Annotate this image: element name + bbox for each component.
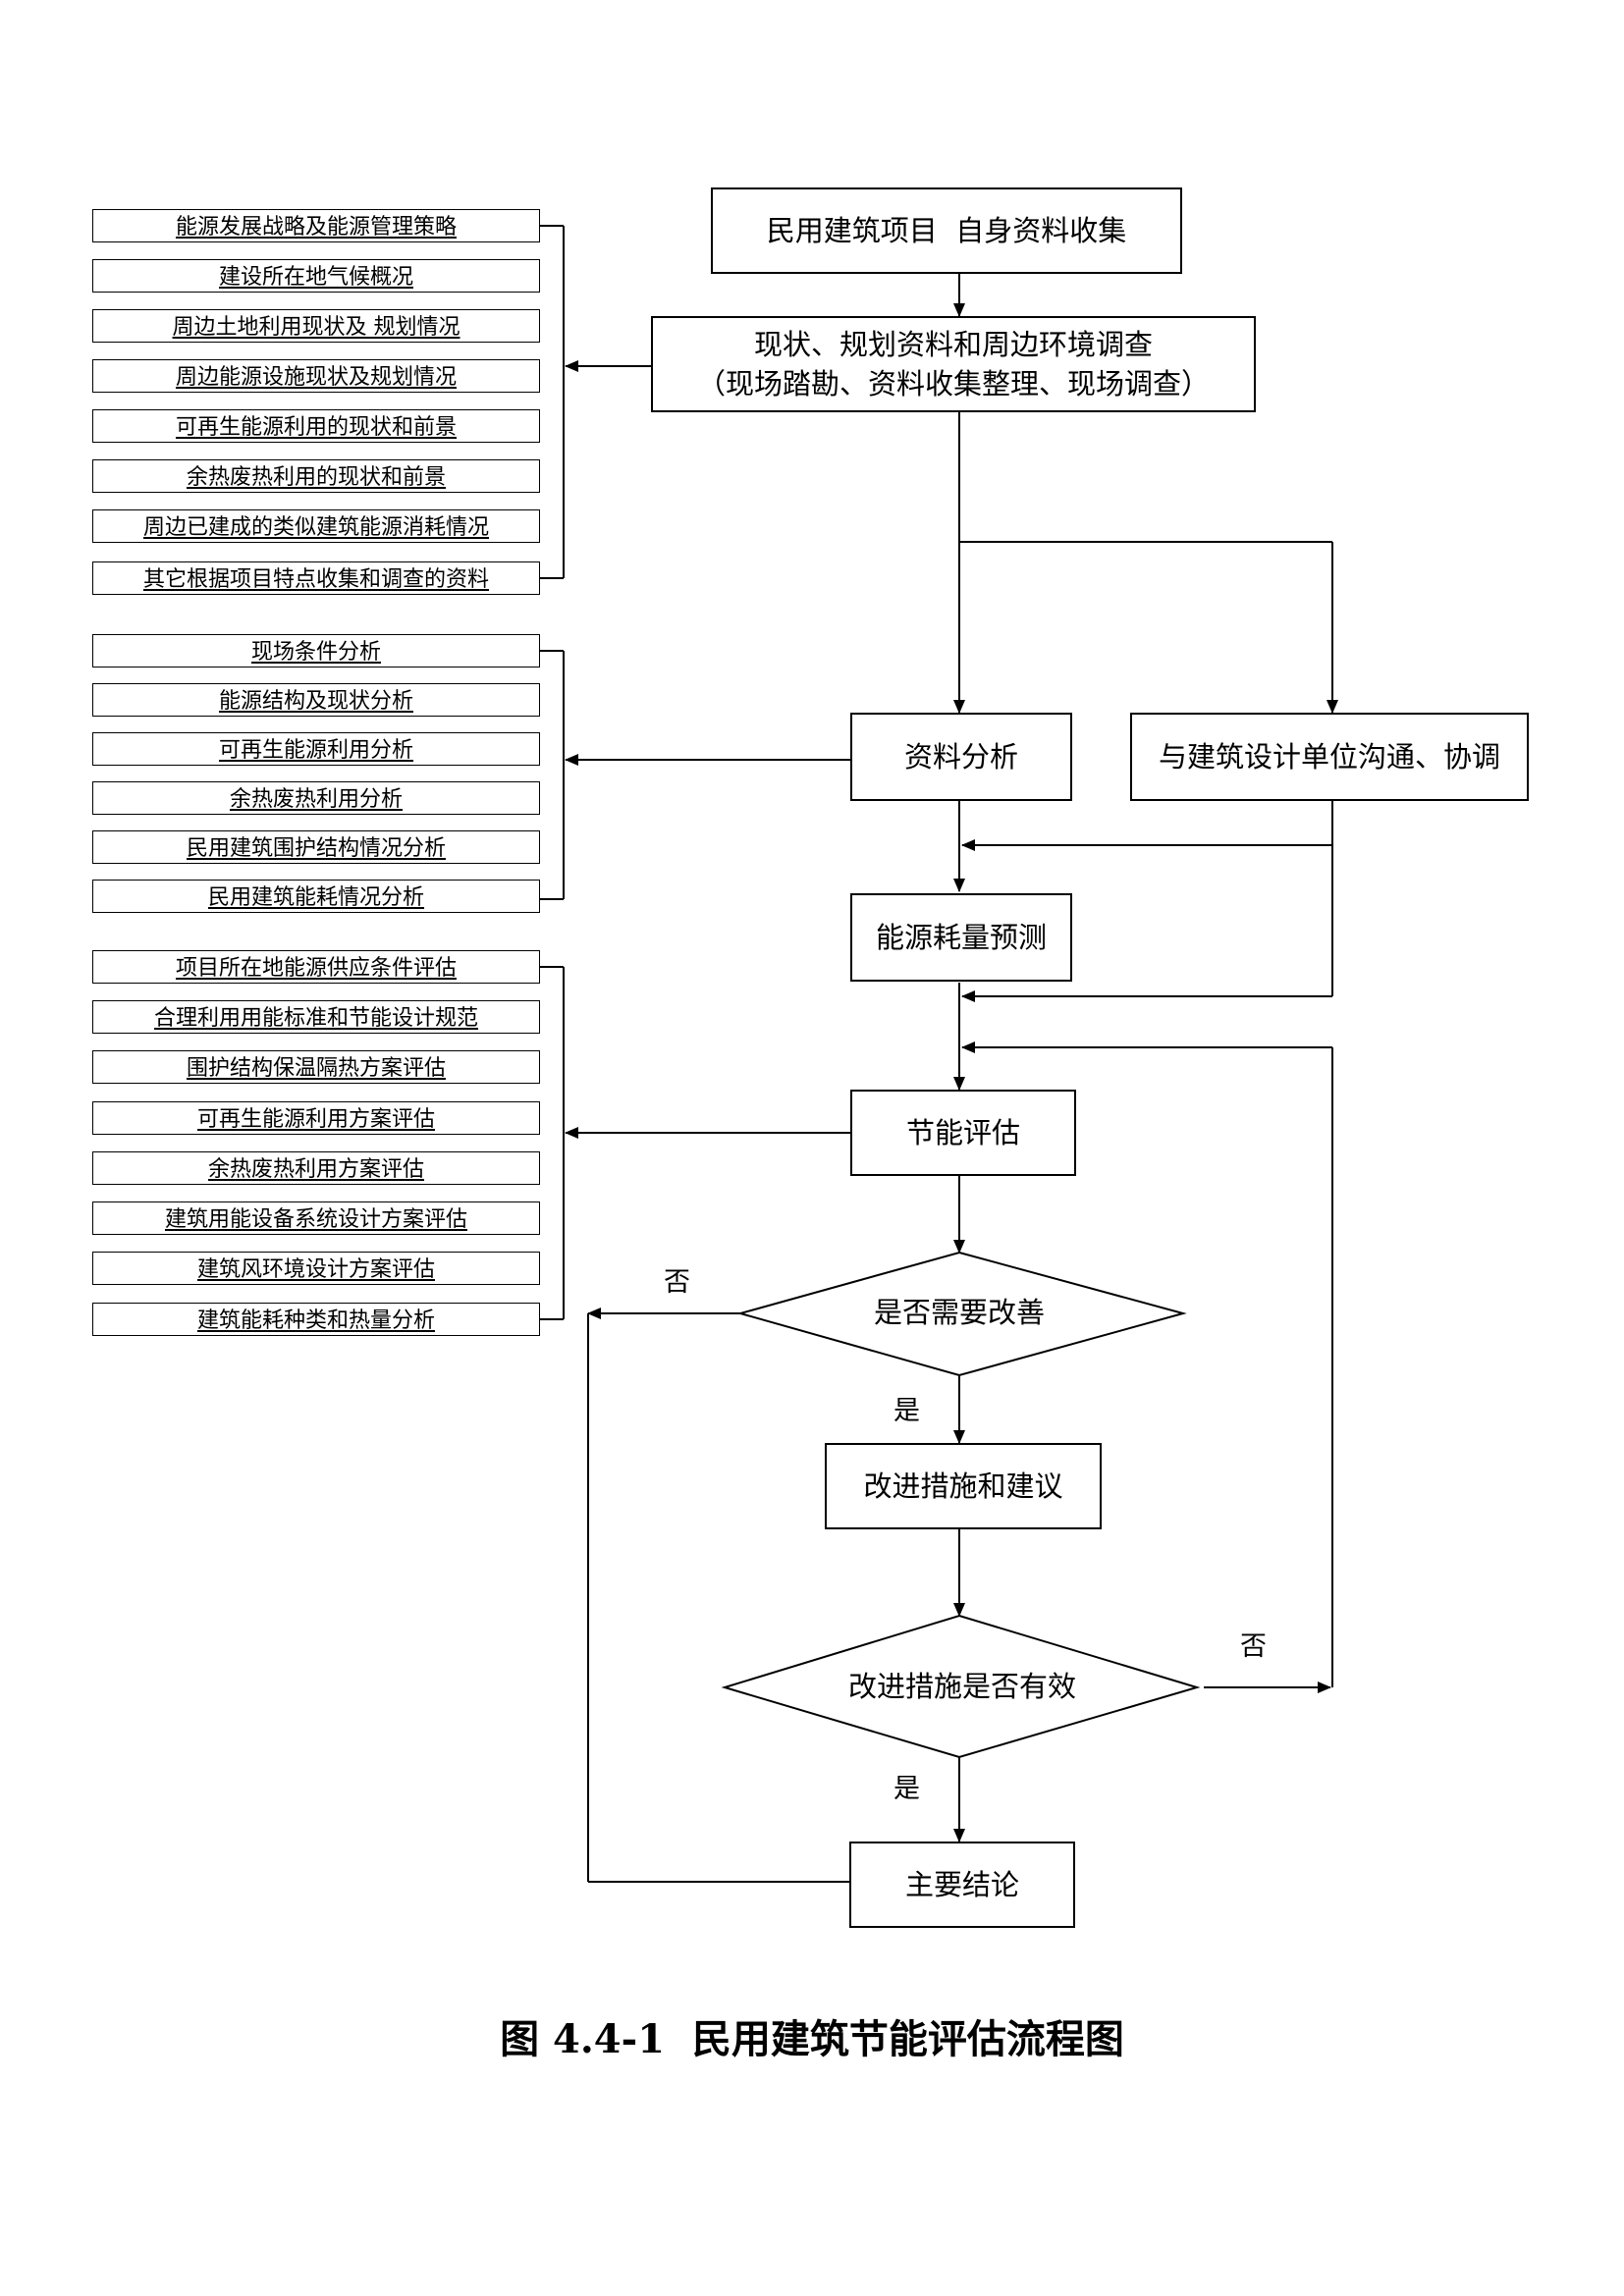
evaluation-item-text: 可再生能源利用方案评估 [196, 1107, 435, 1132]
survey-item: 建设所在地气候概况 [92, 259, 540, 293]
yes-label-effective: 是 [893, 1774, 920, 1804]
analysis-item-text: 民用建筑围护结构情况分析 [186, 836, 446, 861]
analysis-item-text: 余热废热利用分析 [229, 787, 403, 812]
forecast-text: 能源耗量预测 [875, 921, 1047, 954]
evaluation-item-text: 建筑风环境设计方案评估 [196, 1257, 435, 1282]
survey-item: 可再生能源利用的现状和前景 [92, 409, 540, 443]
decision-improve-diamond [736, 1251, 1187, 1377]
conclusion-box: 主要结论 [849, 1842, 1075, 1928]
survey-item-text: 可再生能源利用的现状和前景 [175, 415, 457, 440]
survey-item-text: 建设所在地气候概况 [218, 265, 413, 290]
collect-box: 民用建筑项目 自身资料收集 [711, 187, 1182, 274]
evaluation-item-text: 建筑用能设备系统设计方案评估 [164, 1207, 467, 1232]
evaluation-item: 可再生能源利用方案评估 [92, 1101, 540, 1135]
analysis-item-text: 可再生能源利用分析 [218, 738, 413, 763]
analysis-text: 资料分析 [903, 740, 1018, 774]
collect-text: 民用建筑项目 自身资料收集 [766, 214, 1127, 247]
decision-improve-text: 是否需要改善 [873, 1296, 1045, 1329]
survey-item-text: 周边已建成的类似建筑能源消耗情况 [142, 515, 489, 540]
survey-text-line1: 现状、规划资料和周边环境调查 [753, 328, 1153, 361]
analysis-item-text: 现场条件分析 [250, 640, 381, 665]
measures-box: 改进措施和建议 [825, 1443, 1102, 1529]
evaluate-text: 节能评估 [905, 1116, 1020, 1149]
evaluation-item: 围护结构保温隔热方案评估 [92, 1050, 540, 1084]
evaluation-item-text: 余热废热利用方案评估 [207, 1157, 424, 1182]
coordinate-text: 与建筑设计单位沟通、协调 [1158, 740, 1500, 774]
measures-text: 改进措施和建议 [863, 1469, 1063, 1503]
coordinate-box: 与建筑设计单位沟通、协调 [1130, 713, 1529, 801]
survey-item: 其它根据项目特点收集和调查的资料 [92, 561, 540, 595]
decision-effective-text: 改进措施是否有效 [847, 1670, 1076, 1703]
evaluation-item: 项目所在地能源供应条件评估 [92, 950, 540, 984]
survey-item: 周边已建成的类似建筑能源消耗情况 [92, 509, 540, 543]
conclusion-text: 主要结论 [904, 1868, 1019, 1901]
no-label-effective: 否 [1240, 1631, 1267, 1662]
survey-box: 现状、规划资料和周边环境调查 （现场踏勘、资料收集整理、现场调查） [651, 316, 1256, 412]
survey-text-line2: （现场踏勘、资料收集整理、现场调查） [696, 367, 1210, 400]
no-label-improve: 否 [664, 1267, 690, 1298]
yes-label-improve: 是 [893, 1396, 920, 1426]
analysis-item: 能源结构及现状分析 [92, 683, 540, 717]
evaluation-item: 余热废热利用方案评估 [92, 1151, 540, 1185]
analysis-box: 资料分析 [850, 713, 1072, 801]
survey-item-text: 能源发展战略及能源管理策略 [175, 215, 457, 240]
analysis-item: 现场条件分析 [92, 634, 540, 667]
survey-item-text: 周边能源设施现状及规划情况 [175, 365, 457, 390]
survey-item: 周边能源设施现状及规划情况 [92, 359, 540, 393]
analysis-item-text: 民用建筑能耗情况分析 [207, 885, 424, 910]
analysis-item: 民用建筑围护结构情况分析 [92, 830, 540, 864]
evaluation-item: 建筑风环境设计方案评估 [92, 1252, 540, 1285]
evaluation-item-text: 项目所在地能源供应条件评估 [175, 956, 457, 981]
analysis-item: 可再生能源利用分析 [92, 732, 540, 766]
survey-item-text: 其它根据项目特点收集和调查的资料 [142, 567, 489, 592]
decision-effective-diamond [721, 1614, 1201, 1759]
evaluation-item: 合理利用用能标准和节能设计规范 [92, 1000, 540, 1034]
evaluation-item-text: 围护结构保温隔热方案评估 [186, 1056, 446, 1081]
evaluate-box: 节能评估 [850, 1090, 1076, 1176]
survey-item: 周边土地利用现状及 规划情况 [92, 309, 540, 343]
survey-item: 余热废热利用的现状和前景 [92, 459, 540, 493]
analysis-item-text: 能源结构及现状分析 [218, 689, 413, 714]
evaluation-item: 建筑用能设备系统设计方案评估 [92, 1201, 540, 1235]
analysis-item: 民用建筑能耗情况分析 [92, 880, 540, 913]
survey-item-text: 周边土地利用现状及 规划情况 [172, 315, 460, 340]
forecast-box: 能源耗量预测 [850, 893, 1072, 982]
analysis-item: 余热废热利用分析 [92, 781, 540, 815]
survey-item-text: 余热废热利用的现状和前景 [186, 465, 446, 490]
evaluation-item-text: 建筑能耗种类和热量分析 [196, 1308, 435, 1333]
evaluation-item: 建筑能耗种类和热量分析 [92, 1303, 540, 1336]
evaluation-item-text: 合理利用用能标准和节能设计规范 [153, 1006, 478, 1031]
survey-item: 能源发展战略及能源管理策略 [92, 209, 540, 242]
figure-caption: 图 4.4-1 民用建筑节能评估流程图 [500, 2016, 1124, 2062]
